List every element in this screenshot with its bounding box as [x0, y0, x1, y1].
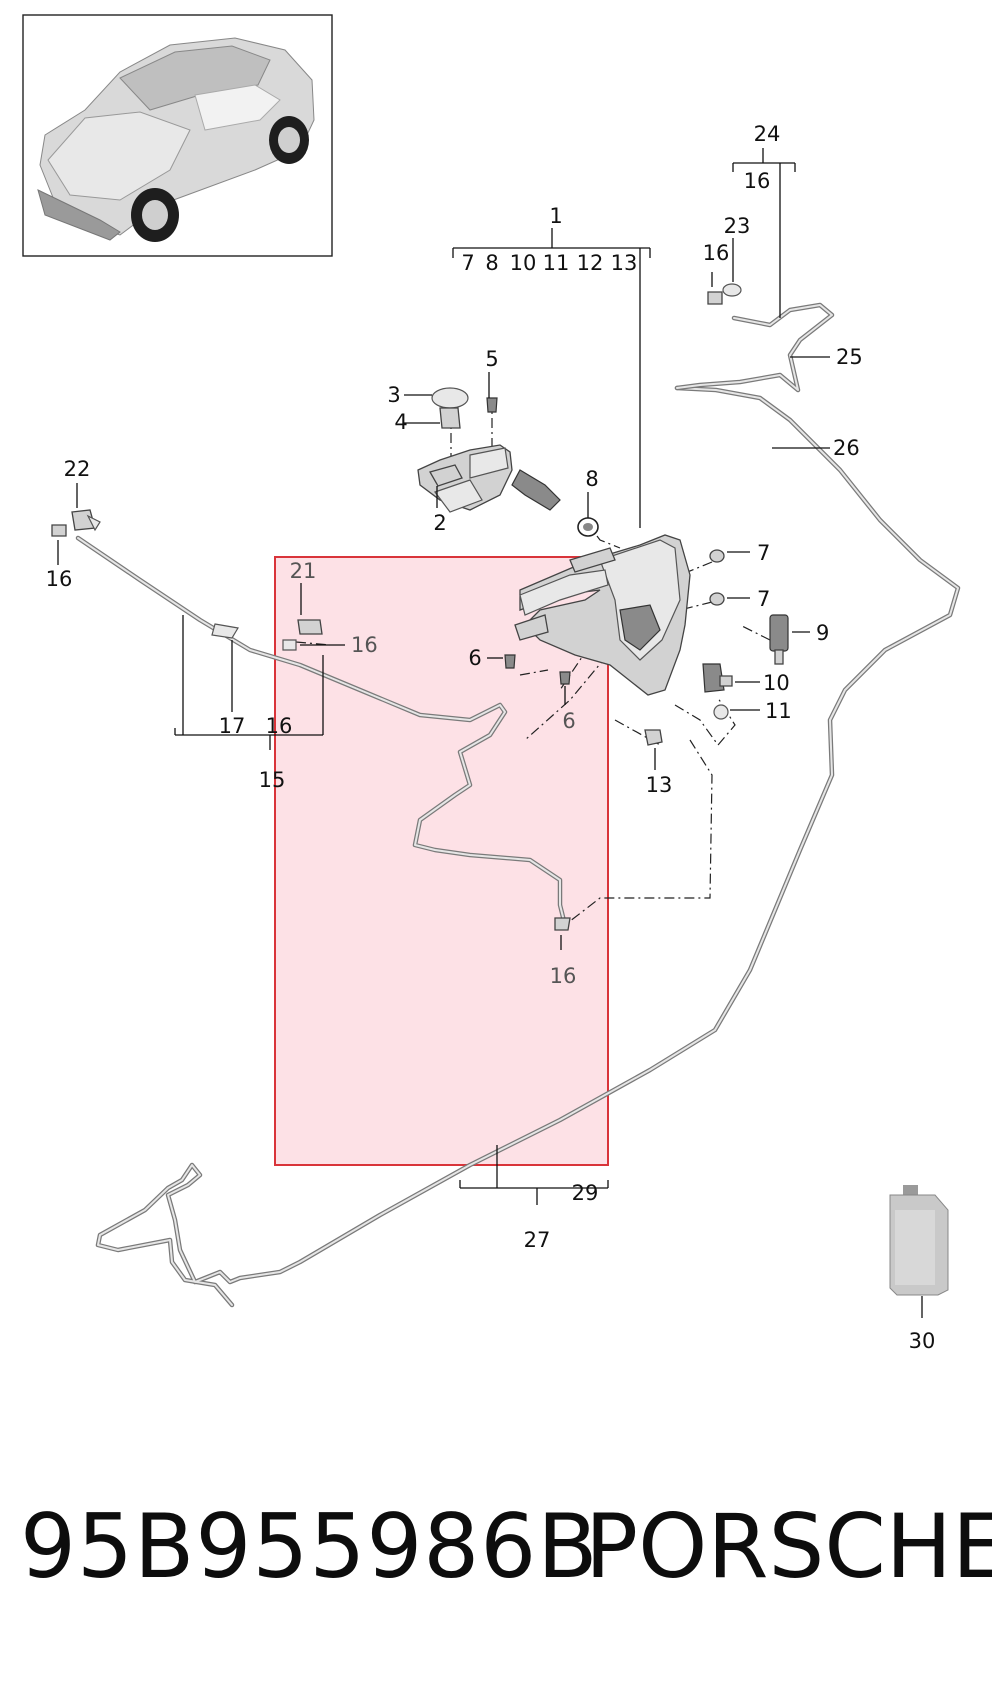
vehicle-thumbnail — [22, 14, 333, 257]
callout-16-23: 16 — [703, 241, 730, 265]
callout-23: 23 — [724, 214, 751, 238]
callout-26: 26 — [833, 436, 860, 460]
callout-9: 9 — [816, 621, 829, 645]
callout-3: 3 — [387, 383, 400, 407]
sensor-13 — [644, 729, 663, 746]
group-1-member: 7 — [461, 251, 474, 275]
callout-7a: 7 — [757, 541, 770, 565]
callout-16-tr: 16 — [744, 169, 771, 193]
hose-25 — [674, 302, 835, 393]
group-1-members: 7 8 10 11 12 13 — [461, 251, 637, 275]
callout-16-15: 16 — [266, 714, 293, 738]
callout-29: 29 — [572, 1181, 599, 1205]
clip-16-top — [707, 291, 723, 305]
callout-4: 4 — [394, 410, 407, 434]
screw-6b — [559, 671, 571, 685]
callout-6a: 6 — [468, 646, 481, 670]
hose-27-29 — [95, 385, 961, 1308]
connector-21 — [297, 619, 323, 635]
callout-8: 8 — [585, 467, 598, 491]
highlight-region — [274, 556, 609, 1166]
callout-2: 2 — [433, 511, 446, 535]
filler-neck — [417, 444, 561, 513]
callout-10: 10 — [763, 671, 790, 695]
washer-reservoir — [514, 534, 691, 696]
callout-16-bottom: 16 — [550, 964, 577, 988]
hose-15 — [75, 535, 568, 928]
part-number: 95B955986B — [20, 1495, 599, 1598]
callout-16-21: 16 — [351, 633, 378, 657]
callout-7b: 7 — [757, 587, 770, 611]
callout-1: 1 — [549, 204, 562, 228]
filler-cap — [431, 387, 469, 429]
leaders — [57, 148, 923, 1318]
seal-11 — [713, 704, 729, 720]
brand-name: PORSCHE — [585, 1495, 992, 1598]
callout-15: 15 — [259, 768, 286, 792]
callout-16-left: 16 — [46, 567, 73, 591]
nut-7a — [709, 549, 725, 563]
clip-16-21 — [282, 639, 297, 651]
group-1-member: 12 — [577, 251, 604, 275]
pump-10 — [702, 663, 733, 693]
callout-22: 22 — [64, 457, 91, 481]
nut-7b — [709, 592, 725, 606]
callout-27: 27 — [524, 1228, 551, 1252]
callout-25: 25 — [836, 345, 863, 369]
callout-labels: 1 7 8 10 11 12 13 24 16 23 16 25 26 5 3 … — [46, 122, 936, 1353]
clip-16-left — [51, 524, 67, 537]
screw-6a — [504, 654, 516, 669]
callout-30: 30 — [909, 1329, 936, 1353]
connector-22 — [71, 509, 101, 532]
bolt-5 — [486, 397, 498, 413]
grommet-8 — [577, 517, 599, 537]
pump-9 — [769, 614, 789, 665]
group-1-member: 13 — [611, 251, 638, 275]
callout-5: 5 — [485, 347, 498, 371]
nozzle-23 — [722, 283, 742, 297]
fluid-bottle-30 — [889, 1185, 949, 1296]
footer: 95B955986B PORSCHE — [0, 1495, 992, 1615]
car-icon — [37, 37, 315, 242]
callout-17: 17 — [219, 714, 246, 738]
callout-6b: 6 — [562, 709, 575, 733]
group-1-member: 10 — [510, 251, 537, 275]
group-1-member: 11 — [543, 251, 570, 275]
group-1-member: 8 — [485, 251, 498, 275]
t-piece-17 — [211, 623, 239, 639]
callout-13: 13 — [646, 773, 673, 797]
callout-21: 21 — [290, 559, 317, 583]
callout-11: 11 — [765, 699, 792, 723]
clip-16-bottom — [554, 917, 571, 931]
callout-24: 24 — [754, 122, 781, 146]
